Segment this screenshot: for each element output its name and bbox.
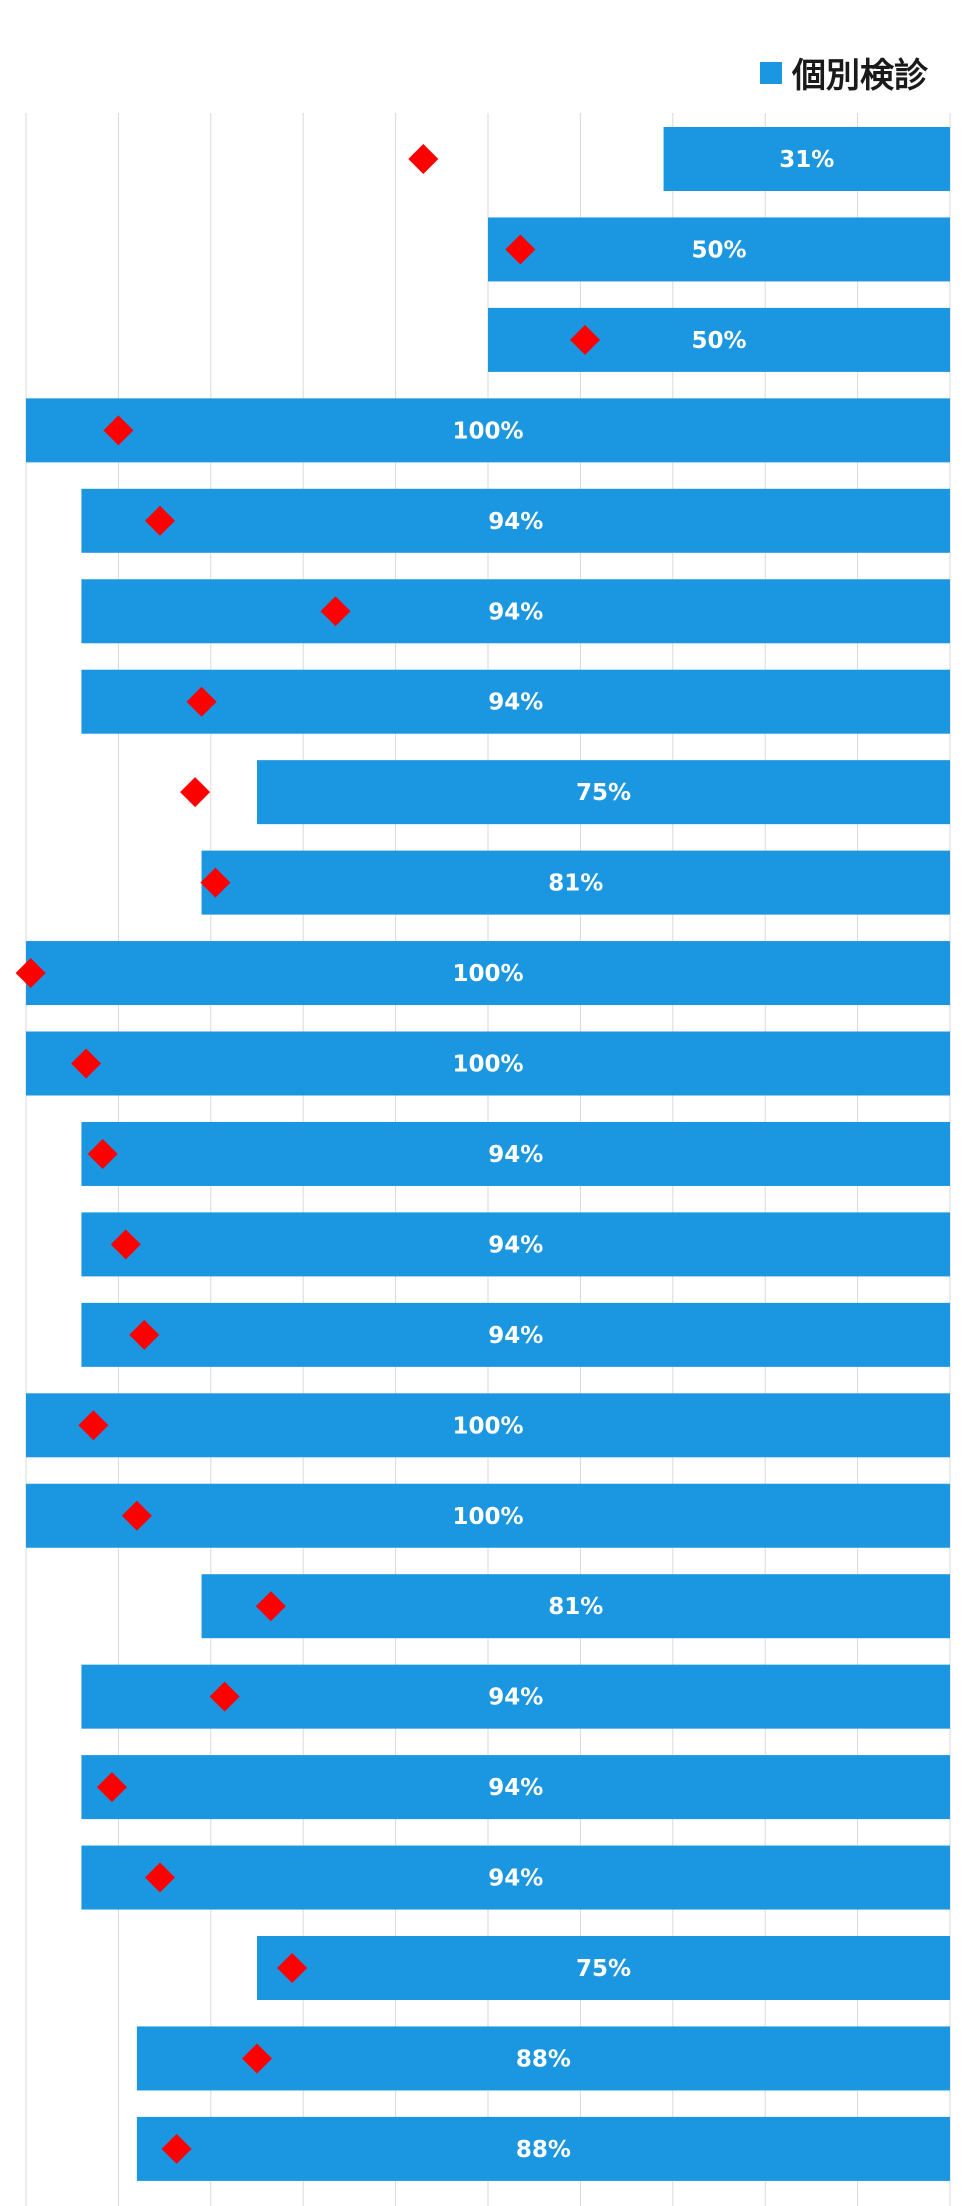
marker-14: [78, 1410, 109, 1441]
bar-label-12: 94%: [488, 1232, 543, 1258]
bar-22: [136, 2116, 950, 2181]
marker-4: [144, 505, 175, 536]
bar-13: [81, 1302, 950, 1367]
bar-19: [81, 1845, 950, 1910]
marker-16: [255, 1591, 286, 1622]
bar-16: [201, 1574, 950, 1639]
bar-5: [81, 579, 950, 644]
bar-10: [26, 1031, 950, 1096]
marker-0: [408, 144, 439, 174]
marker-17: [209, 1681, 240, 1712]
bar-label-15: 100%: [452, 1504, 523, 1530]
legend-label-individual: 個別検診: [792, 56, 928, 96]
marker-8: [200, 867, 231, 898]
bar-9: [26, 941, 950, 1006]
bar-6: [81, 669, 950, 734]
bar-label-0: 31%: [779, 147, 834, 173]
marker-1: [505, 234, 536, 265]
bar-label-16: 81%: [548, 1594, 603, 1620]
bar-1: [488, 217, 950, 282]
legend-swatch-individual: [760, 61, 782, 84]
bar-20: [257, 1936, 950, 2000]
marker-21: [242, 2043, 272, 2074]
legend: 個別検診: [760, 48, 928, 97]
bar-label-7: 75%: [576, 780, 631, 806]
bar-label-9: 100%: [452, 961, 523, 987]
bar-4: [81, 488, 950, 553]
bar-label-8: 81%: [548, 871, 603, 897]
bar-7: [257, 760, 950, 825]
bar-label-20: 75%: [576, 1956, 631, 1982]
bar-label-19: 94%: [488, 1866, 543, 1892]
bar-12: [81, 1212, 950, 1277]
marker-20: [277, 1953, 308, 1983]
marker-2: [570, 324, 601, 355]
bar-11: [81, 1121, 950, 1186]
bar-label-14: 100%: [452, 1413, 523, 1439]
bar-label-11: 94%: [488, 1142, 543, 1168]
bar-label-10: 100%: [452, 1052, 523, 1078]
bar-label-2: 50%: [691, 328, 746, 354]
marker-6: [186, 686, 217, 717]
marker-9: [15, 958, 46, 989]
marker-3: [103, 415, 134, 446]
marker-5: [320, 596, 351, 627]
marker-18: [96, 1772, 127, 1803]
bar-0: [663, 127, 950, 191]
bar-label-3: 100%: [452, 418, 523, 444]
marker-22: [161, 2133, 192, 2164]
marker-15: [121, 1500, 152, 1531]
marker-13: [129, 1319, 160, 1350]
marker-10: [71, 1048, 102, 1079]
bar-2: [488, 307, 950, 372]
bar-label-22: 88%: [516, 2137, 571, 2163]
bar-label-21: 88%: [516, 2046, 571, 2072]
bar-8: [201, 850, 950, 915]
bar-label-18: 94%: [488, 1775, 543, 1801]
bar-label-17: 94%: [488, 1685, 543, 1711]
marker-12: [110, 1229, 141, 1260]
bar-14: [26, 1393, 950, 1458]
bar-label-13: 94%: [488, 1323, 543, 1349]
bar-label-4: 94%: [488, 509, 543, 535]
bar-label-5: 94%: [488, 599, 543, 625]
bar-18: [81, 1755, 950, 1820]
bar-21: [136, 2026, 950, 2091]
bar-3: [26, 398, 950, 463]
marker-7: [180, 777, 211, 808]
marker-11: [87, 1138, 118, 1169]
marker-19: [144, 1862, 175, 1893]
bar-label-6: 94%: [488, 690, 543, 716]
bar-label-1: 50%: [691, 237, 746, 263]
bar-15: [26, 1483, 950, 1548]
